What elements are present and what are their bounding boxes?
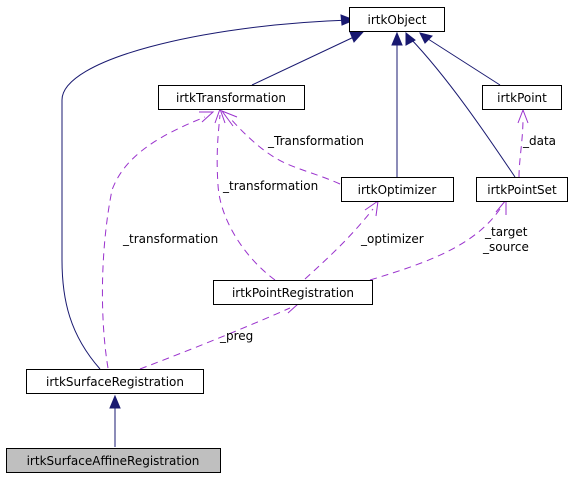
arrow-point-object <box>419 32 433 44</box>
label-transformation-lower: _transformation <box>222 179 318 193</box>
node-irtk-point-registration[interactable]: irtkPointRegistration <box>213 280 373 305</box>
edge-surface-registration-uses-transformation <box>101 116 206 369</box>
edge-transformation-to-object <box>251 35 357 86</box>
node-irtk-object[interactable]: irtkObject <box>349 7 445 32</box>
arrow-pointset-point <box>517 108 529 124</box>
label-data: _data <box>522 134 556 148</box>
arrow-pointset-object <box>405 31 416 46</box>
node-irtk-surface-affine-registration[interactable]: irtkSurfaceAffineRegistration <box>6 448 221 473</box>
node-irtk-pointset[interactable]: irtkPointSet <box>476 177 568 202</box>
label-source: _source <box>482 240 529 254</box>
arrow-optimizer-object <box>391 31 403 46</box>
node-label: irtkSurfaceAffineRegistration <box>27 454 200 468</box>
edge-point-registration-uses-pointset <box>369 208 501 281</box>
node-label: irtkPointRegistration <box>232 286 354 300</box>
arrow-optimizer-transformation <box>220 109 238 127</box>
edge-pointset-uses-point <box>518 117 524 178</box>
edge-surface-registration-to-object <box>61 19 351 370</box>
arrow-surface-registration-transformation <box>199 111 215 123</box>
edge-optimizer-uses-transformation <box>229 117 341 185</box>
arrow-affine-surface-registration <box>109 394 121 409</box>
node-label: irtkObject <box>367 13 426 27</box>
edge-pointset-to-object <box>409 37 516 178</box>
edge-point-registration-uses-optimizer <box>304 208 374 280</box>
node-irtk-optimizer[interactable]: irtkOptimizer <box>341 177 454 202</box>
label-transformation-upper: _Transformation <box>267 134 364 148</box>
label-target: _target <box>484 225 528 239</box>
edge-point-registration-uses-transformation <box>216 114 276 281</box>
node-label: irtkPointSet <box>487 183 557 197</box>
node-label: irtkPoint <box>497 91 547 105</box>
node-label: irtkOptimizer <box>358 183 437 197</box>
node-label: irtkTransformation <box>176 91 286 105</box>
arrow-transformation-object <box>349 31 365 43</box>
node-irtk-point[interactable]: irtkPoint <box>482 85 562 110</box>
arrow-point-registration-optimizer <box>364 199 379 217</box>
node-irtk-surface-registration[interactable]: irtkSurfaceRegistration <box>26 369 204 394</box>
node-irtk-transformation[interactable]: irtkTransformation <box>158 85 305 110</box>
label-preg: _preg <box>219 329 253 343</box>
node-label: irtkSurfaceRegistration <box>46 375 184 389</box>
edge-point-to-object <box>424 36 501 86</box>
edge-surface-registration-uses-point-registration <box>139 307 291 370</box>
arrow-surface-registration-object <box>340 14 356 26</box>
label-transformation-left: _transformation <box>122 232 218 246</box>
label-optimizer: _optimizer <box>360 232 424 246</box>
